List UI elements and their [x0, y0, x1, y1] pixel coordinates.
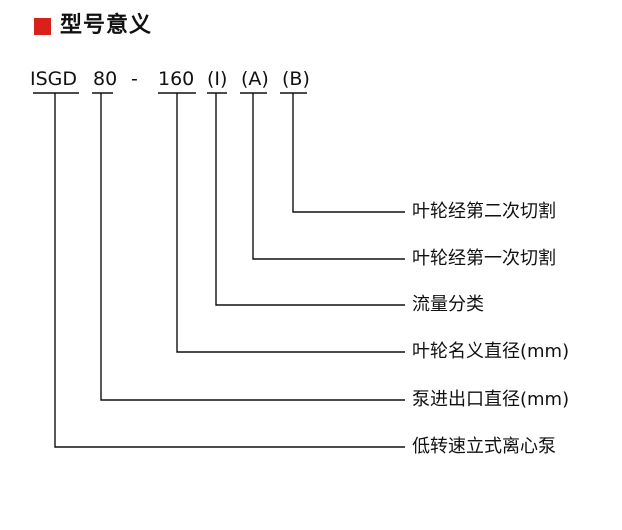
code-part-cut-b: (B): [282, 68, 310, 90]
code-part-flow: (I): [207, 68, 228, 90]
desc-pump-type: 低转速立式离心泵: [412, 436, 556, 457]
desc-impeller-dia: 叶轮名义直径(mm): [412, 341, 570, 362]
leader-flow: [215, 93, 405, 306]
leader-impeller: [176, 93, 405, 353]
page-title: 型号意义: [60, 13, 153, 38]
code-part-model: ISGD: [30, 68, 78, 90]
leader-cut-b: [292, 93, 405, 213]
code-part-dash: -: [131, 68, 138, 90]
code-part-cut-a: (A): [241, 68, 269, 90]
leader-cut-a: [252, 93, 405, 260]
leader-inlet: [100, 93, 405, 401]
code-part-inlet: 80: [93, 68, 118, 90]
desc-second-cut: 叶轮经第二次切割: [412, 201, 556, 222]
leader-model: [54, 93, 405, 448]
title-square-icon: [34, 18, 51, 35]
desc-flow-class: 流量分类: [412, 294, 484, 315]
code-part-impeller: 160: [158, 68, 195, 90]
desc-inlet-outlet: 泵进出口直径(mm): [412, 389, 570, 410]
desc-first-cut: 叶轮经第一次切割: [412, 248, 556, 269]
